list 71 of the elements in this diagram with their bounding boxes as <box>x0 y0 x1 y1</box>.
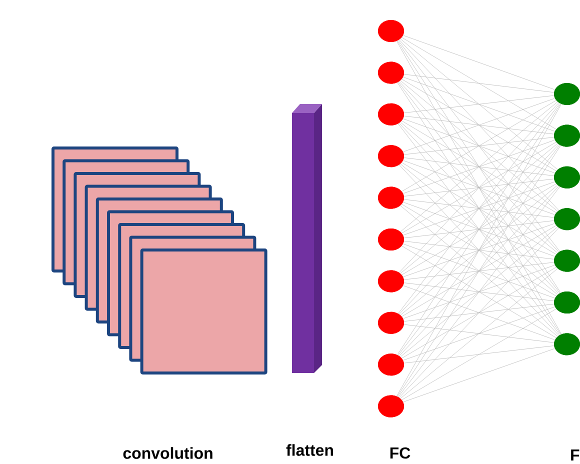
connection-line <box>399 81 559 252</box>
connection-line <box>396 40 562 334</box>
connection-line <box>402 118 556 174</box>
connection-line <box>403 306 556 360</box>
connection-line <box>399 102 559 273</box>
connection-line <box>404 240 554 260</box>
connection-line <box>402 160 556 215</box>
connection-line <box>404 95 554 114</box>
connection-line <box>402 35 556 90</box>
layer-label: FC <box>390 447 410 459</box>
connection-line <box>402 120 556 213</box>
connection-line <box>404 178 554 196</box>
connection-line <box>399 164 559 336</box>
connection-line <box>398 124 560 336</box>
connection-line <box>402 162 556 255</box>
connection-line <box>403 348 556 402</box>
connection-line <box>399 122 559 294</box>
connection-line <box>402 225 556 317</box>
connection-line <box>404 304 554 322</box>
connection-line <box>400 185 558 316</box>
connection-line <box>402 204 556 296</box>
connection-line <box>398 144 560 356</box>
connection-line <box>403 223 556 278</box>
connection-line <box>404 199 554 218</box>
connection-line <box>400 268 558 399</box>
connection-line <box>402 244 556 298</box>
connection-line <box>402 37 556 130</box>
connection-line <box>404 116 554 134</box>
connection-line <box>399 144 559 314</box>
connection-line <box>400 122 558 254</box>
connection-line <box>403 140 556 194</box>
connection-line <box>398 40 560 252</box>
connection-line <box>404 346 554 364</box>
connection-line <box>397 40 561 293</box>
connection-line <box>400 205 558 337</box>
connection-line <box>400 38 558 170</box>
connection-line <box>402 308 556 400</box>
connection-line <box>402 100 556 192</box>
connection-line <box>400 226 558 357</box>
connection-line <box>400 143 558 274</box>
connection-line <box>402 76 556 132</box>
connection-line <box>399 40 559 211</box>
connection-line <box>404 137 554 155</box>
layer-label: convolution <box>123 447 212 459</box>
connection-line <box>399 228 559 398</box>
connection-line <box>404 324 554 343</box>
connection-line <box>398 186 560 398</box>
layer-label: F <box>571 450 580 460</box>
connection-line <box>404 282 554 302</box>
connection-line <box>402 246 556 338</box>
connection-line <box>402 202 556 257</box>
connection-line <box>400 80 558 212</box>
connection-line <box>402 142 556 234</box>
connection-line <box>403 264 556 319</box>
connection-line <box>398 103 560 314</box>
connection-line <box>402 285 556 340</box>
connection-line <box>404 74 554 93</box>
connection-line <box>404 157 554 176</box>
connection-line <box>403 182 556 236</box>
connection-line <box>402 267 556 358</box>
connection-line <box>404 220 554 238</box>
connection-line <box>400 164 558 295</box>
connection-line <box>400 102 558 232</box>
connection-line <box>402 184 556 276</box>
connection-line <box>404 262 554 280</box>
connection-line <box>399 186 559 356</box>
layer-label: flatten <box>286 444 333 456</box>
connection-line <box>397 82 561 335</box>
connection-line <box>402 78 556 172</box>
connection-line <box>398 82 560 294</box>
connection-line <box>403 98 556 152</box>
